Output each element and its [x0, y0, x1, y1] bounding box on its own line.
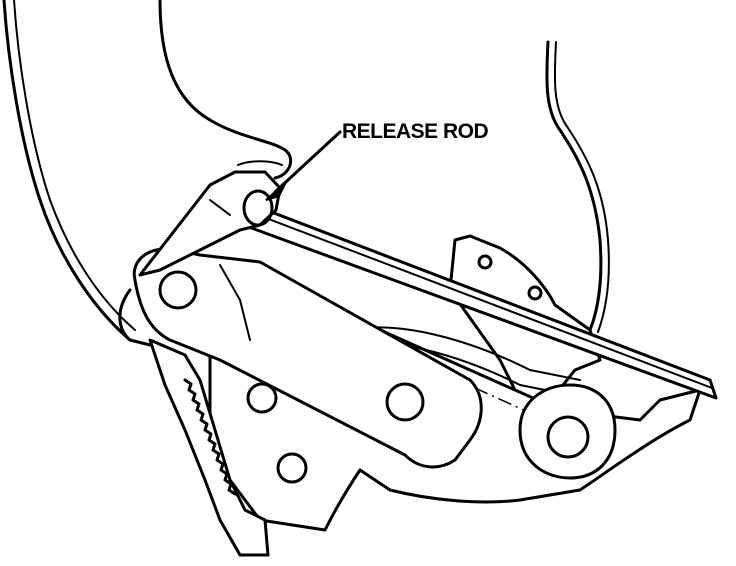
callout-label-release-rod: RELEASE ROD [342, 120, 489, 143]
callout-leader-release-rod [265, 130, 342, 201]
release-lever [118, 170, 483, 469]
toothed-sector [148, 338, 270, 557]
seat-side-panel [2, 0, 136, 342]
seat-back-frame [158, 0, 293, 180]
cable [545, 40, 610, 333]
